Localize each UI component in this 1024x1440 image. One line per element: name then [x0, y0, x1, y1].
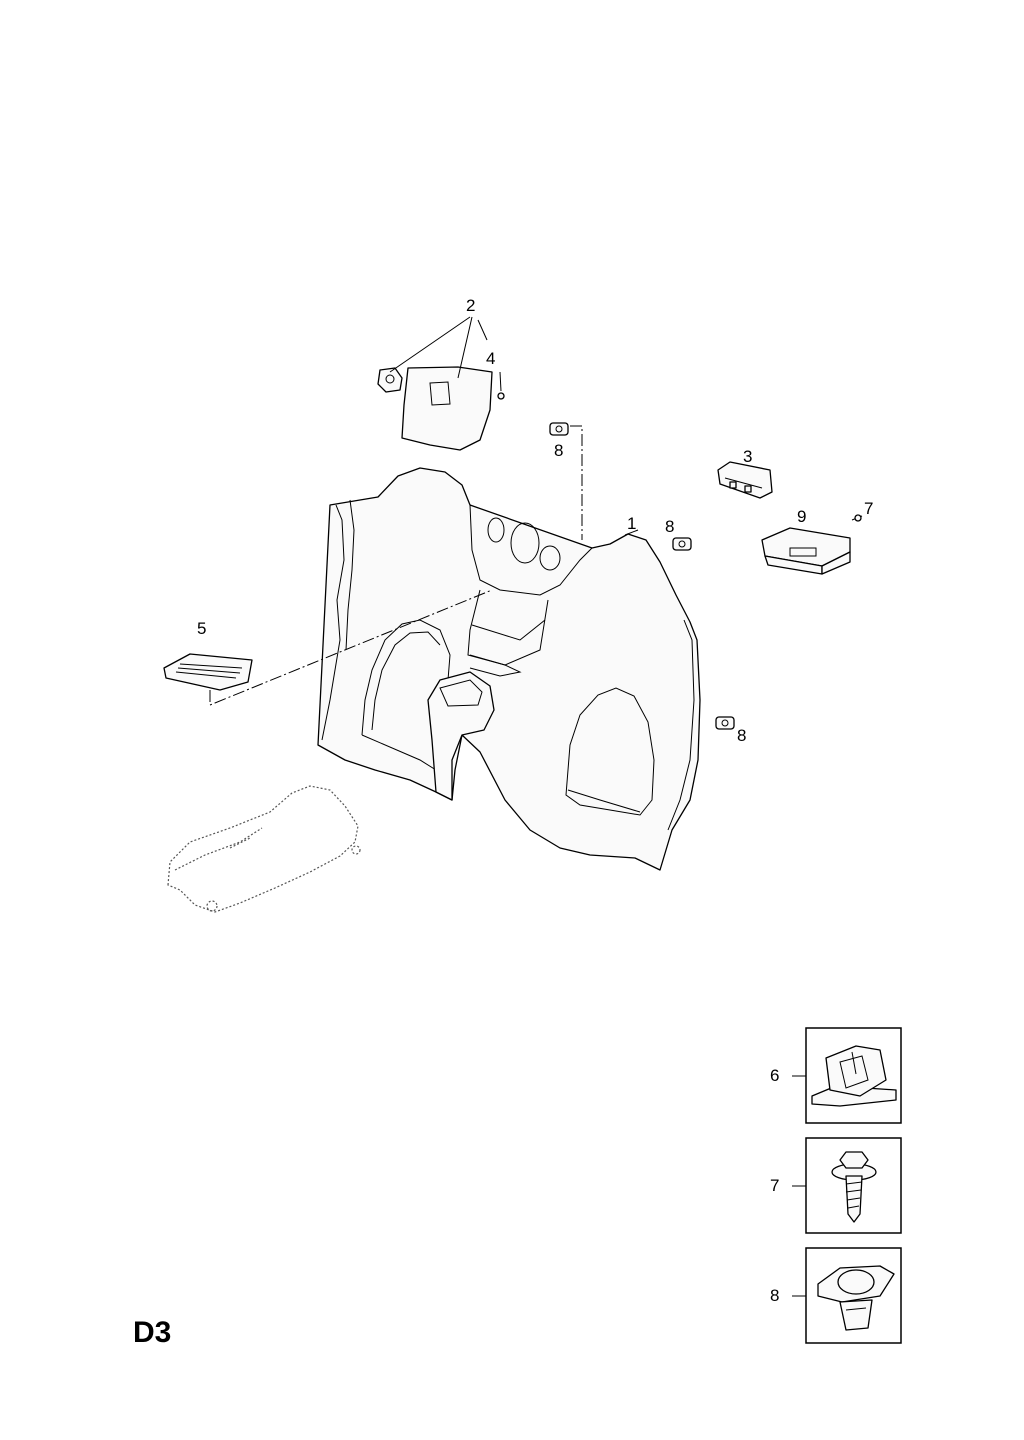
callout-numbers: 1 2 3 4 5 7 8 8 8 9	[197, 296, 873, 745]
section-code: D3	[133, 1316, 172, 1349]
bracket-part-3	[717, 461, 773, 499]
callout-4: 4	[486, 349, 495, 368]
module-part-9	[761, 527, 851, 575]
clip-fastener-icon	[811, 1045, 897, 1107]
clip-part-8-right	[715, 716, 735, 730]
detail-box-6: 6	[770, 1027, 902, 1124]
screw-part-4	[497, 392, 505, 400]
mat-part-5	[163, 653, 253, 691]
reference-part-outline	[167, 785, 361, 913]
callout-8-right: 8	[737, 726, 746, 745]
callout-7: 7	[864, 499, 873, 518]
detail-box-8: 8	[770, 1247, 902, 1344]
clip-part-8-mid	[672, 537, 692, 551]
flange-bolt-icon	[831, 1151, 877, 1223]
callout-2: 2	[466, 296, 475, 315]
upper-cover-part-2	[377, 366, 493, 451]
detail-label-7: 7	[770, 1176, 779, 1195]
rear-panel-trim	[317, 467, 701, 871]
callout-8-top: 8	[554, 441, 563, 460]
detail-box-7: 7	[770, 1137, 902, 1234]
leader-lines	[209, 316, 639, 706]
detail-label-6: 6	[770, 1066, 779, 1085]
callout-9: 9	[797, 507, 806, 526]
bolt-part-7	[851, 514, 863, 522]
callout-1: 1	[627, 514, 636, 533]
callout-8-mid: 8	[665, 517, 674, 536]
clip-part-8-top	[549, 422, 569, 436]
push-rivet-icon	[817, 1265, 895, 1331]
callout-3: 3	[743, 447, 752, 466]
detail-label-8: 8	[770, 1286, 779, 1305]
callout-5: 5	[197, 619, 206, 638]
